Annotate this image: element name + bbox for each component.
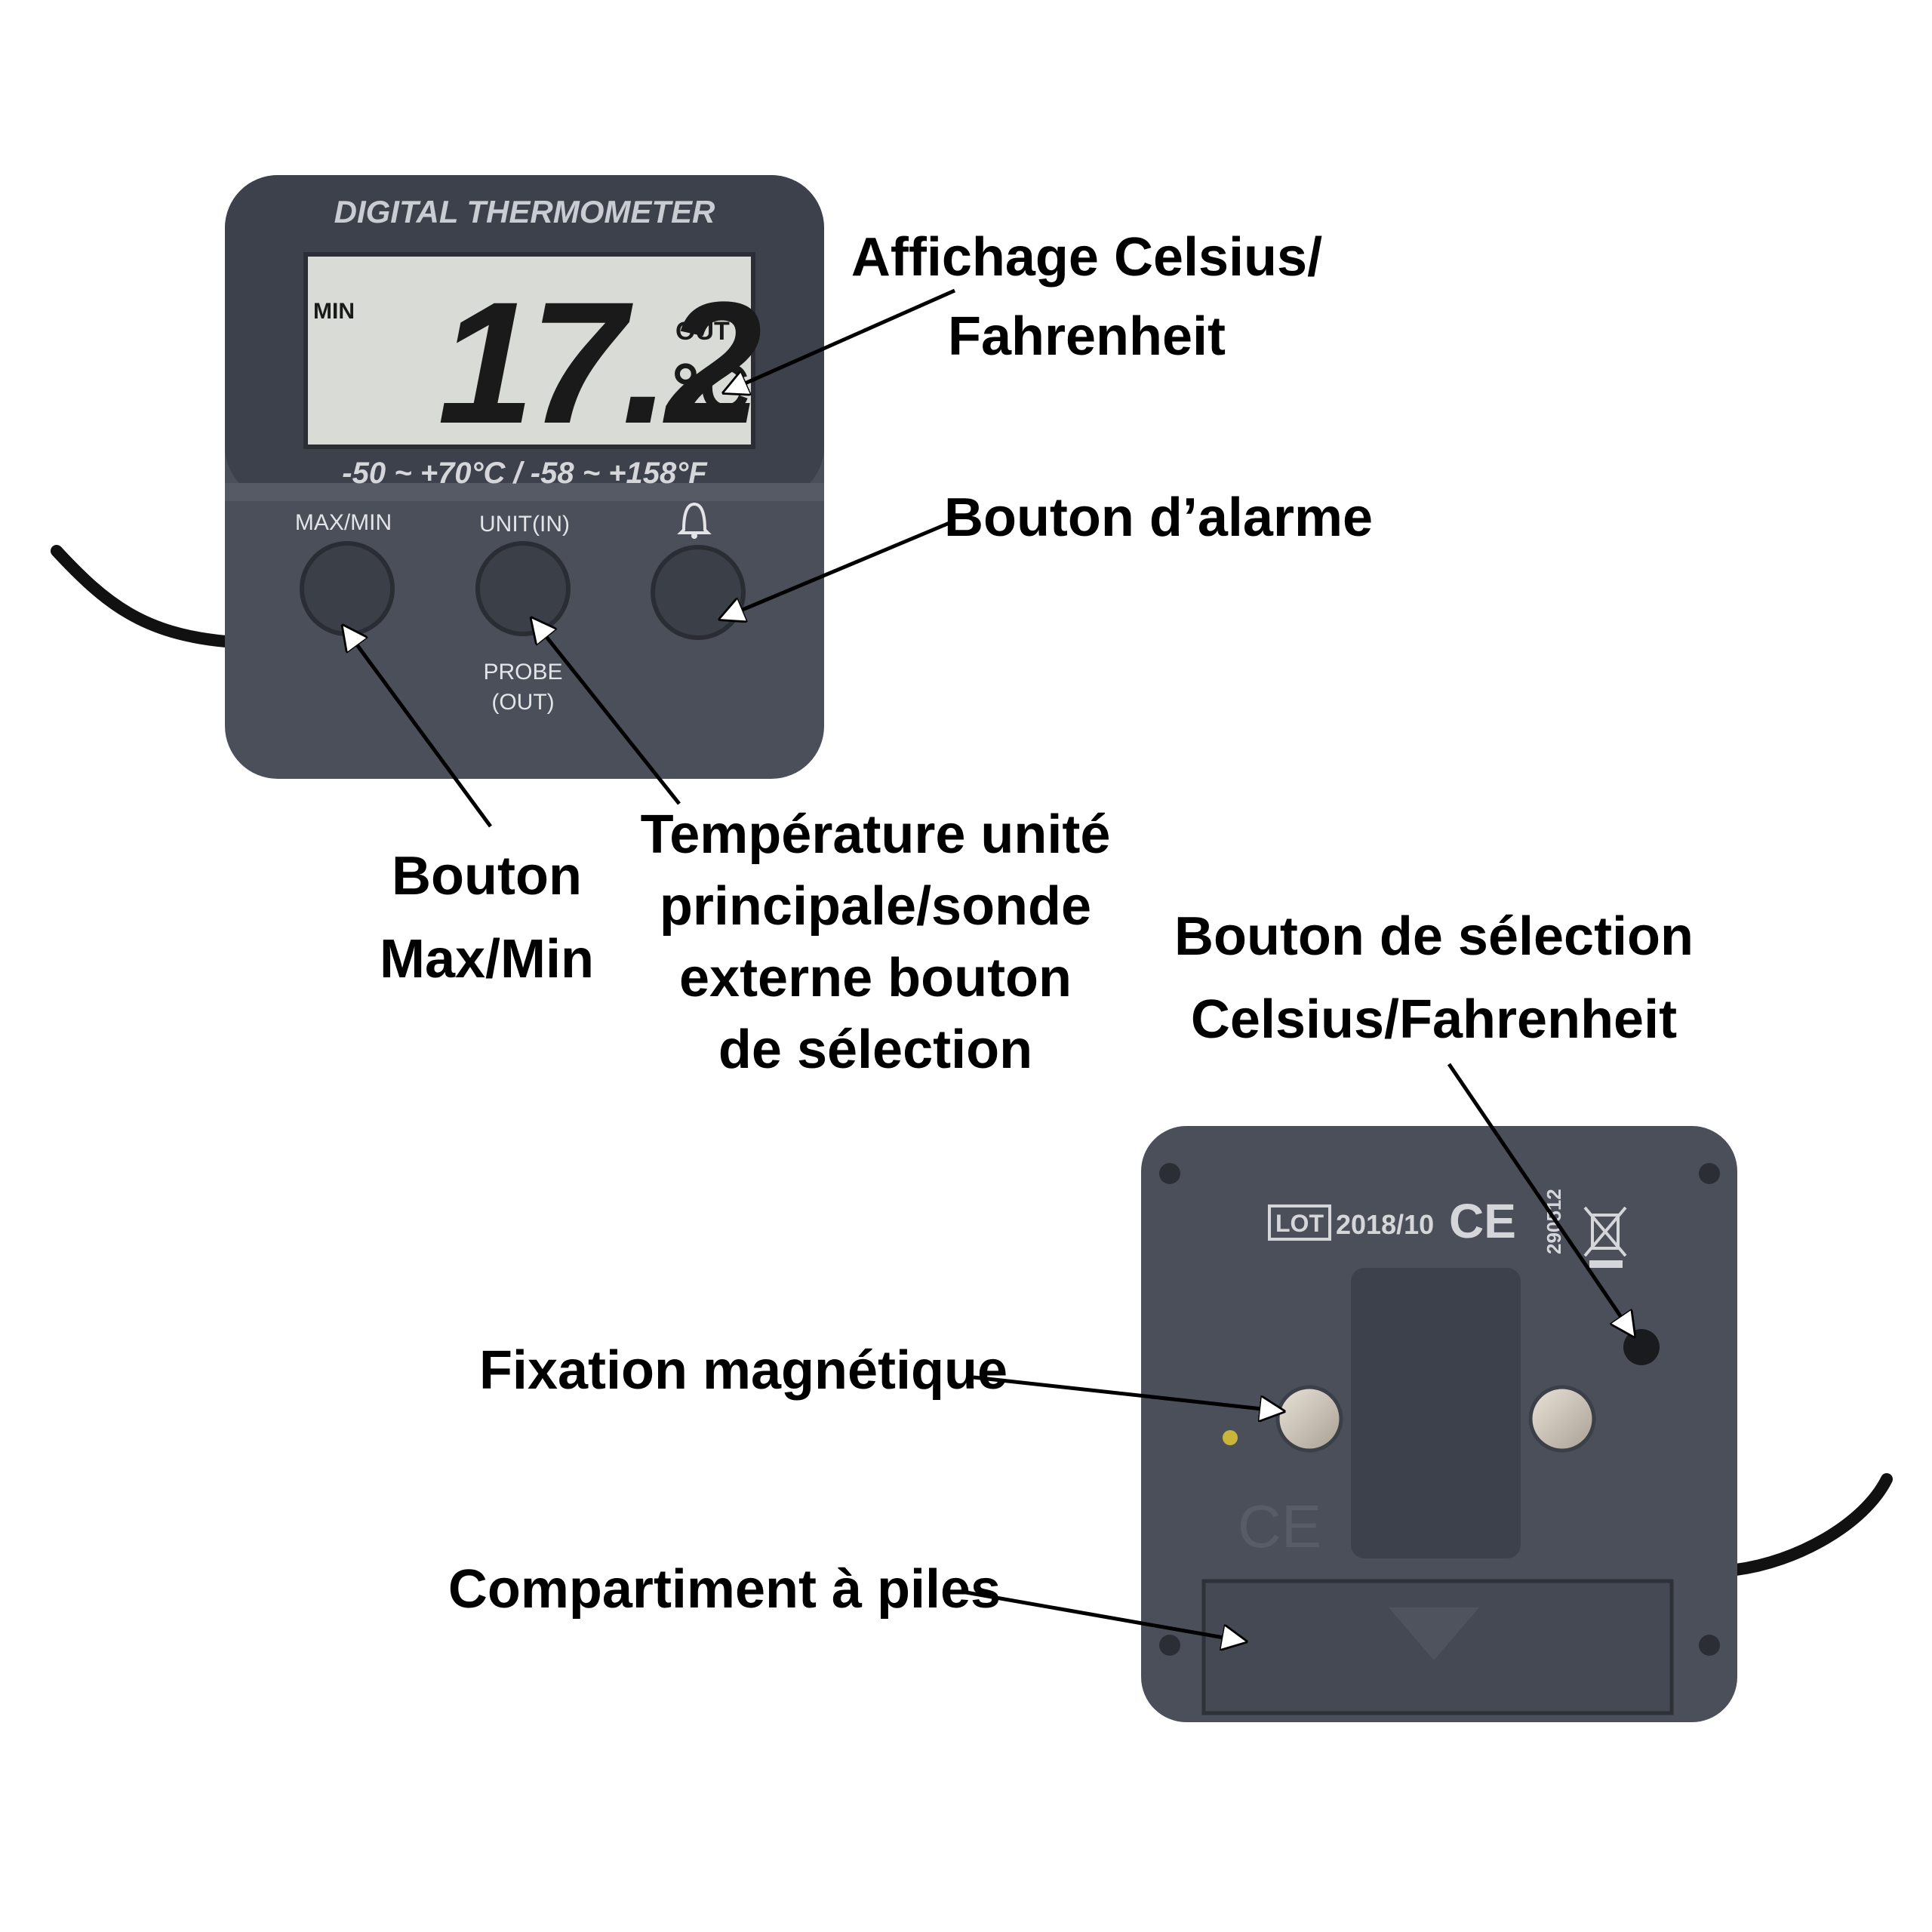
button-label-unit: UNIT(IN) [479,512,570,537]
led-indicator [1223,1430,1238,1445]
label-unit-probe-line1: Température unité [641,804,1111,865]
label-maxmin-line2: Max/Min [380,929,594,989]
front-panel-divider [225,483,824,501]
battery-cover-icon [1389,1607,1479,1660]
lcd-mode: MIN [313,299,355,324]
embossed-ce-mark: CE [1238,1493,1321,1560]
lcd-screen [303,252,755,449]
magnet-left [1275,1385,1343,1453]
alarm-button[interactable] [651,545,746,640]
unit-probe-button[interactable] [475,541,571,636]
probe-label: PROBE [483,660,562,685]
button-label-maxmin: MAX/MIN [295,510,392,535]
arrow-magnet [973,1375,1283,1411]
lcd-value: 17.2 [438,266,761,460]
label-display-line2: Fahrenheit [948,306,1226,367]
front-thermometer: DIGITAL THERMOMETER MIN 17.2 OUT °C -50 … [51,175,824,779]
maxmin-button[interactable] [300,541,395,636]
label-battery: Compartiment à piles [448,1559,1001,1620]
weee-bin-icon [1583,1206,1627,1268]
probe-cable [51,545,232,648]
arrow-display [724,288,956,392]
probe-label-out: (OUT) [491,690,554,715]
lcd-channel: OUT [675,317,730,346]
lot-tag: LOT [1275,1210,1324,1237]
brand-text: DIGITAL THERMOMETER [334,194,715,229]
ce-mark: CE [1449,1194,1516,1248]
range-text: -50 ~ +70°C / -58 ~ +158°F [342,457,708,490]
label-alarm: Bouton d’alarme [944,488,1373,548]
bell-icon [677,502,712,539]
arrow-battery [965,1590,1245,1641]
label-cf-select-line1: Bouton de sélection [1174,906,1694,967]
screw-icon [1159,1163,1720,1656]
arrow-alarm [721,518,955,619]
label-unit-probe-line3: externe bouton [679,948,1072,1008]
label-maxmin-line1: Bouton [392,846,582,906]
label-cf-select-line2: Celsius/Fahrenheit [1191,989,1677,1050]
callout-arrows [343,288,1634,1641]
arrow-unit-probe [532,619,681,805]
celsius-fahrenheit-button[interactable] [1623,1329,1660,1365]
label-unit-probe-line4: de sélection [718,1020,1032,1080]
magnet-right [1528,1385,1596,1453]
back-cable [1730,1473,1893,1576]
callout-labels: Affichage Celsius/ Fahrenheit Bouton d’a… [380,227,1694,1620]
back-thermometer: LOT 2018/10 CE 290512 CE [1141,1126,1893,1722]
lot-box [1268,1204,1331,1241]
arrow-maxmin [343,626,493,828]
lot-date: 2018/10 [1336,1209,1434,1240]
label-unit-probe-line2: principale/sonde [660,876,1091,937]
label-magnet: Fixation magnétique [479,1340,1008,1401]
arrow-cf-select [1447,1063,1634,1336]
center-recess [1351,1268,1521,1558]
label-display-line1: Affichage Celsius/ [851,227,1322,288]
